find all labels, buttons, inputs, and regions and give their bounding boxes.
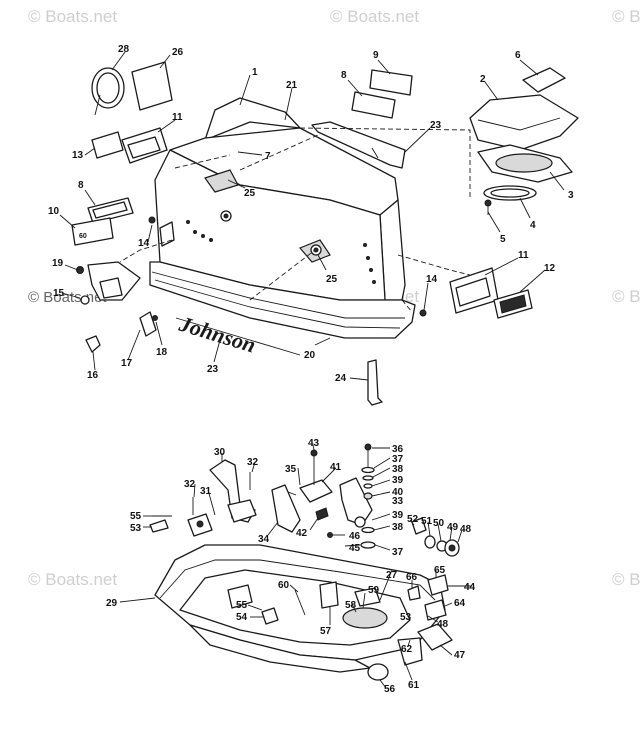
callout-57: 57 <box>320 626 332 637</box>
callout-17: 17 <box>121 358 133 369</box>
callout-20: 20 <box>304 350 316 361</box>
callout-34: 34 <box>258 534 270 545</box>
callout-53-right: 53 <box>400 612 412 623</box>
callout-30: 30 <box>214 447 226 458</box>
callout-33: 33 <box>392 496 404 507</box>
callout-55-right: 55 <box>236 600 248 611</box>
callout-15: 15 <box>53 288 65 299</box>
rear-parts <box>311 69 413 169</box>
callout-56: 56 <box>384 684 396 695</box>
callout-21: 21 <box>286 80 298 91</box>
callout-16: 16 <box>87 370 99 381</box>
leader-lines <box>59 51 565 689</box>
lower-bracket-parts <box>149 443 376 549</box>
callout-38-top: 38 <box>392 464 404 475</box>
callout-35: 35 <box>285 464 297 475</box>
callout-11-right: 11 <box>518 250 529 261</box>
callout-58: 58 <box>345 600 357 611</box>
left-bracket-parts <box>76 261 158 353</box>
callout-26: 26 <box>172 47 184 58</box>
callout-65: 65 <box>434 565 446 576</box>
callout-7: 7 <box>265 151 271 162</box>
lower-motor-cover <box>154 544 446 673</box>
assembly-dashed-lines <box>119 127 471 313</box>
callout-9: 9 <box>373 50 379 61</box>
watermark-top-left: © Boats.net <box>28 7 117 26</box>
callout-32-right: 32 <box>247 457 259 468</box>
callout-10: 10 <box>48 206 60 217</box>
callout-2: 2 <box>480 74 486 85</box>
callout-43: 43 <box>308 438 320 449</box>
callout-5: 5 <box>500 234 506 245</box>
callout-38-bottom: 38 <box>392 522 404 533</box>
callout-41: 41 <box>330 462 342 473</box>
callout-66: 66 <box>406 572 418 583</box>
callout-37-top: 37 <box>392 454 404 465</box>
callout-62: 62 <box>401 644 413 655</box>
callout-14-left: 14 <box>138 238 150 249</box>
callout-24: 24 <box>335 373 347 384</box>
callout-11-left: 11 <box>172 112 183 123</box>
callout-37-bottom: 37 <box>392 547 404 558</box>
callout-23-top: 23 <box>430 120 442 131</box>
callout-27: 27 <box>386 570 398 581</box>
callout-1: 1 <box>252 67 258 78</box>
callout-39-top: 39 <box>392 475 404 486</box>
watermark-top-right: © Boats.net <box>612 7 640 26</box>
callout-53-left: 53 <box>130 523 142 534</box>
callout-32-left: 32 <box>184 479 196 490</box>
callout-39-bottom: 39 <box>392 510 404 521</box>
callout-19: 19 <box>52 258 64 269</box>
callout-6: 6 <box>515 50 521 61</box>
callout-55-left: 55 <box>130 511 142 522</box>
cover-rivets <box>186 220 376 284</box>
watermark-bottom-left: © Boats.net <box>28 570 117 589</box>
left-parts: 60 <box>71 61 175 247</box>
callout-8-left: 8 <box>78 180 84 191</box>
callout-28: 28 <box>118 44 130 55</box>
callout-13: 13 <box>72 150 84 161</box>
callout-51: 51 <box>421 516 433 527</box>
callout-25-bottom: 25 <box>326 274 338 285</box>
callout-12: 12 <box>544 263 556 274</box>
callout-49: 49 <box>447 522 459 533</box>
callout-25-top: 25 <box>244 188 256 199</box>
top-cover-assembly <box>469 67 579 215</box>
callout-23-bottom: 23 <box>207 364 219 375</box>
sixty-decal-text: 60 <box>79 233 87 240</box>
right-lower-parts <box>367 517 460 681</box>
callout-50: 50 <box>433 518 445 529</box>
callout-numbers: 1 2 3 4 5 6 7 8 8 9 10 11 11 12 13 14 14… <box>48 44 574 695</box>
callout-29: 29 <box>106 598 118 609</box>
watermark-mid-right: © Boats.net <box>612 287 640 306</box>
callout-36: 36 <box>392 444 404 455</box>
callout-48-top: 48 <box>460 524 472 535</box>
callout-52: 52 <box>407 514 419 525</box>
callout-59: 59 <box>368 585 380 596</box>
callout-18: 18 <box>156 347 168 358</box>
callout-4: 4 <box>530 220 536 231</box>
callout-47: 47 <box>454 650 466 661</box>
callout-8-top: 8 <box>341 70 347 81</box>
right-side-parts <box>367 267 533 406</box>
callout-31: 31 <box>200 486 212 497</box>
callout-3: 3 <box>568 190 574 201</box>
callout-48-bottom: 48 <box>437 619 449 630</box>
callout-64: 64 <box>454 598 466 609</box>
upper-motor-cover: Johnson <box>149 97 416 358</box>
callout-40: 40 <box>392 487 404 498</box>
watermark-top-center: © Boats.net <box>330 7 419 26</box>
callout-44: 44 <box>464 582 476 593</box>
callout-54: 54 <box>236 612 248 623</box>
callout-45: 45 <box>349 543 361 554</box>
callout-61: 61 <box>408 680 420 691</box>
callout-60: 60 <box>278 580 290 591</box>
watermark-bottom-right: © Boats.net <box>612 570 640 589</box>
callout-42: 42 <box>296 528 308 539</box>
callout-14-right: 14 <box>426 274 438 285</box>
callout-46: 46 <box>349 531 361 542</box>
